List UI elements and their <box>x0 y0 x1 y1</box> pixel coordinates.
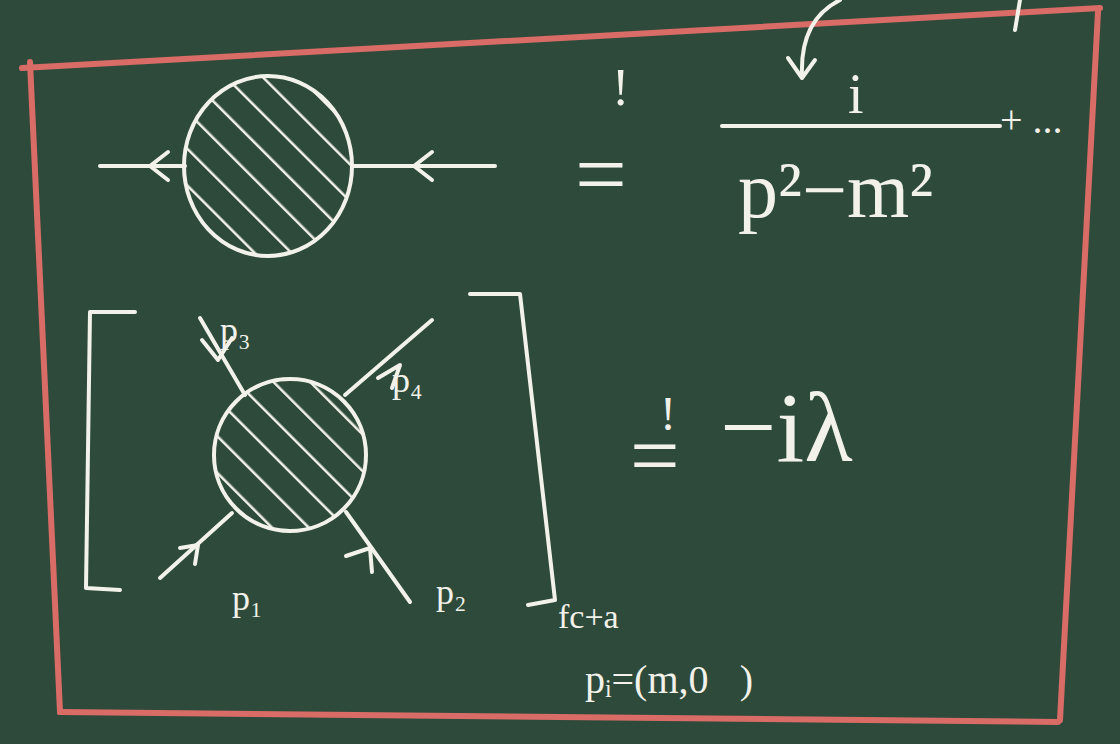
equals-sign: = <box>630 412 680 500</box>
denominator: p²−m² <box>738 150 933 230</box>
momentum-label: p₂ <box>436 574 467 610</box>
numerator: i <box>848 66 864 122</box>
subscript-condition: fc+a <box>558 600 619 634</box>
equals-sign: = <box>575 128 627 220</box>
momentum-label: p₃ <box>220 312 251 348</box>
constraint-mark: ! <box>612 62 629 114</box>
momentum-label: p₁ <box>232 580 263 616</box>
momentum-condition: pᵢ=(m,0⃗) <box>585 660 753 700</box>
momentum-label: p₄ <box>392 362 423 398</box>
vertex-value: −iλ <box>720 378 853 478</box>
continuation: + ... <box>1000 100 1063 140</box>
